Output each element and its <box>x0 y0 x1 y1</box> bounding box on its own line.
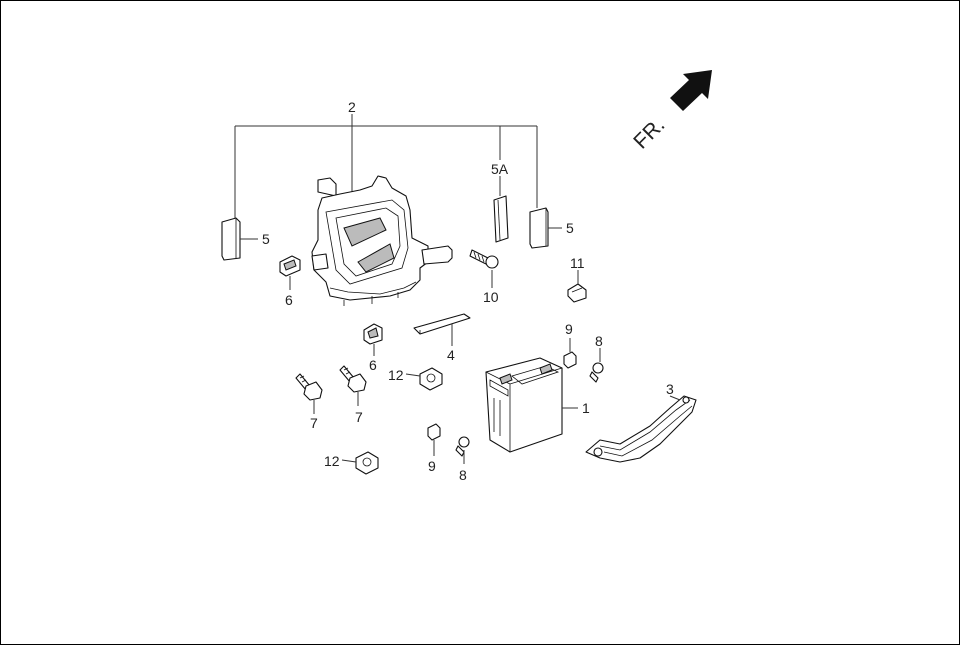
bolt-7-right-part <box>339 365 367 406</box>
clip-11-part <box>567 270 587 303</box>
callout-6-upper: 6 <box>285 292 293 308</box>
callout-10: 10 <box>483 289 499 305</box>
battery-box-part <box>311 175 453 306</box>
front-arrow-icon <box>670 70 712 111</box>
strap-3-part <box>585 395 697 463</box>
callout-2: 2 <box>348 99 356 115</box>
callout-5a: 5A <box>491 161 509 177</box>
callout-9-upper: 9 <box>565 321 573 337</box>
battery-1-part <box>485 357 578 453</box>
pad-left-part <box>221 217 258 261</box>
strip-4-part <box>413 313 471 346</box>
pad-5a-part <box>493 195 509 243</box>
nut-9-upper-part <box>563 338 577 369</box>
cushion-6-upper-part <box>279 255 301 290</box>
callout-7-right: 7 <box>355 409 363 425</box>
callout-labels: 2 5A 5 5 6 10 11 4 6 9 8 12 3 1 7 7 12 9… <box>262 99 674 483</box>
screw-8-lower-part <box>455 436 470 464</box>
front-label: FR. <box>629 113 669 153</box>
pad-right-part <box>529 207 562 249</box>
cushion-6-lower-part <box>363 323 383 356</box>
callout-5-left: 5 <box>262 231 270 247</box>
callout-12-upper: 12 <box>388 367 404 383</box>
nut-12-upper-part <box>405 367 443 391</box>
callout-8-lower: 8 <box>459 467 467 483</box>
callout-11: 11 <box>570 255 585 271</box>
bolt-7-left-part <box>295 373 323 414</box>
callout-9-lower: 9 <box>428 458 436 474</box>
callout-1: 1 <box>582 400 590 416</box>
callout-5-right: 5 <box>566 220 574 236</box>
nut-9-lower-part <box>427 423 441 456</box>
callout-12-lower: 12 <box>324 453 340 469</box>
callout-8-upper: 8 <box>595 333 603 349</box>
callout-bracket-2 <box>234 114 538 218</box>
callout-4: 4 <box>447 347 455 363</box>
front-direction: FR. <box>629 70 712 154</box>
callout-6-lower: 6 <box>369 357 377 373</box>
callout-3: 3 <box>666 381 674 397</box>
screw-8-upper-part <box>589 348 604 383</box>
callout-7-left: 7 <box>310 415 318 431</box>
nut-12-lower-part <box>341 451 379 475</box>
bolt-10-part <box>469 249 499 288</box>
